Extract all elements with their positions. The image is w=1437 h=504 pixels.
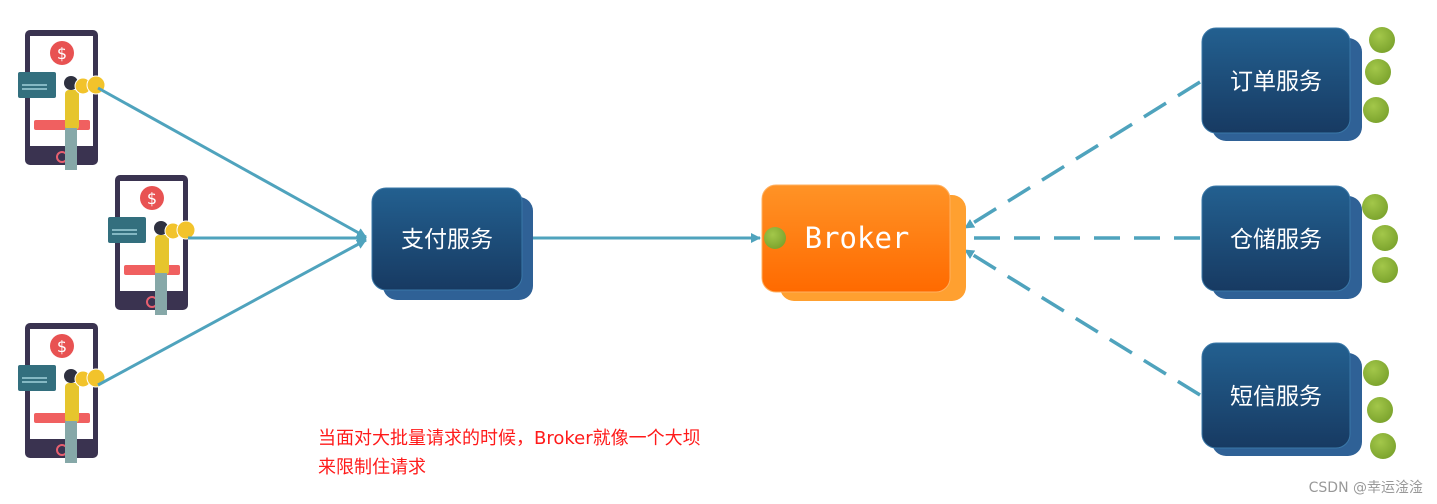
service-box: 短信服务 <box>1201 342 1396 459</box>
request-arrow <box>97 86 367 239</box>
message-dot-icon <box>1363 97 1389 123</box>
service-label: 订单服务 <box>1230 69 1322 95</box>
request-arrow <box>97 238 367 387</box>
payment-phone-illustration <box>17 322 106 464</box>
payment-phone-illustration <box>17 29 106 171</box>
broker-box: Broker <box>761 184 966 301</box>
subscribe-dashed-arrow <box>964 80 1201 230</box>
service-label: 仓储服务 <box>1230 227 1322 253</box>
annotation-line-2: 来限制住请求 <box>318 457 426 478</box>
payment-service-box: 支付服务 <box>371 187 533 300</box>
annotation-line-1: 当面对大批量请求的时候，Broker就像一个大坝 <box>318 428 701 449</box>
message-dot-icon <box>1372 225 1398 251</box>
payment-service-label: 支付服务 <box>401 227 493 253</box>
service-box: 仓储服务 <box>1201 185 1398 299</box>
message-dot-icon <box>764 227 786 249</box>
message-dot-icon <box>1362 194 1388 220</box>
message-dot-icon <box>1363 360 1389 386</box>
payment-phone-illustration <box>107 174 196 316</box>
service-label: 短信服务 <box>1230 384 1322 410</box>
message-dot-icon <box>1365 59 1391 85</box>
broker-label: Broker <box>805 221 910 255</box>
message-dot-icon <box>1372 257 1398 283</box>
service-box: 订单服务 <box>1201 27 1395 141</box>
message-dot-icon <box>1369 27 1395 53</box>
subscribe-dashed-arrow <box>964 248 1201 397</box>
message-dot-icon <box>1370 433 1396 459</box>
watermark: CSDN @幸运淦淦 <box>1308 480 1423 496</box>
message-dot-icon <box>1367 397 1393 423</box>
